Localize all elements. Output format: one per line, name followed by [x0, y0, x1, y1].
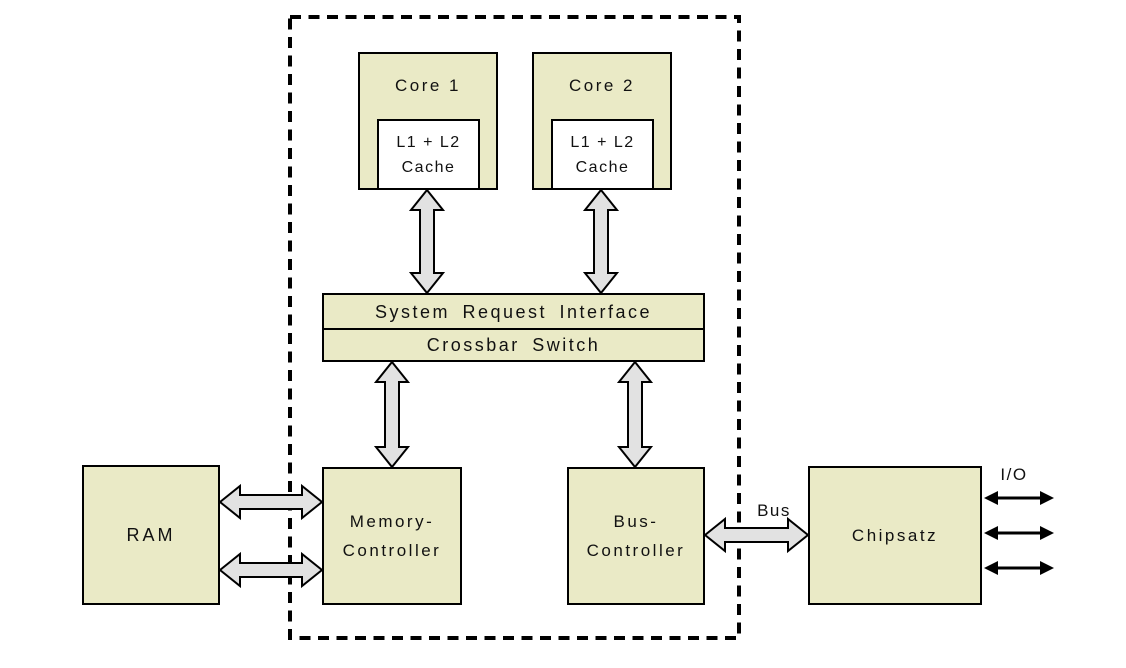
bus-controller-label: Bus- Controller: [586, 512, 686, 560]
system-request-interface-label: System Request Interface: [374, 301, 653, 322]
core2-cache-box: L1 + L2 Cache: [551, 119, 654, 190]
arrow-core2-cache-to-sri: [582, 188, 620, 295]
arrow-bus-controller-to-chipsatz: [703, 516, 810, 554]
memory-controller-label: Memory- Controller: [342, 512, 442, 560]
dashed-cpu-die-boundary: [288, 15, 741, 640]
core1-cache-box: L1 + L2 Cache: [377, 119, 480, 190]
memory-controller-box: Memory- Controller: [322, 467, 462, 605]
core1-label: Core 1: [394, 76, 462, 95]
chipsatz-label: Chipsatz: [851, 526, 939, 545]
chipsatz-box: Chipsatz: [808, 466, 982, 605]
arrow-crossbar-to-bus-controller: [616, 360, 654, 469]
core2-label: Core 2: [568, 76, 636, 95]
system-request-interface-bar: System Request Interface: [322, 293, 705, 330]
bus-controller-box: Bus- Controller: [567, 467, 705, 605]
io-arrow-2: [984, 526, 1054, 540]
arrow-ram-to-memory-controller-upper: [218, 483, 324, 521]
arrow-crossbar-to-memory-controller: [373, 360, 411, 469]
arrow-ram-to-memory-controller-lower: [218, 551, 324, 589]
ram-box: RAM: [82, 465, 220, 605]
core2-cache-label: L1 + L2 Cache: [570, 133, 635, 176]
ram-label: RAM: [126, 524, 176, 545]
crossbar-switch-bar: Crossbar Switch: [322, 328, 705, 362]
io-connection-label: I/O: [1000, 465, 1028, 484]
crossbar-switch-label: Crossbar Switch: [426, 335, 601, 355]
io-arrow-3: [984, 561, 1054, 575]
arrow-core1-cache-to-sri: [408, 188, 446, 295]
bus-connection-label: Bus: [757, 501, 791, 520]
io-arrow-1: [984, 491, 1054, 505]
core1-cache-label: L1 + L2 Cache: [396, 133, 461, 176]
